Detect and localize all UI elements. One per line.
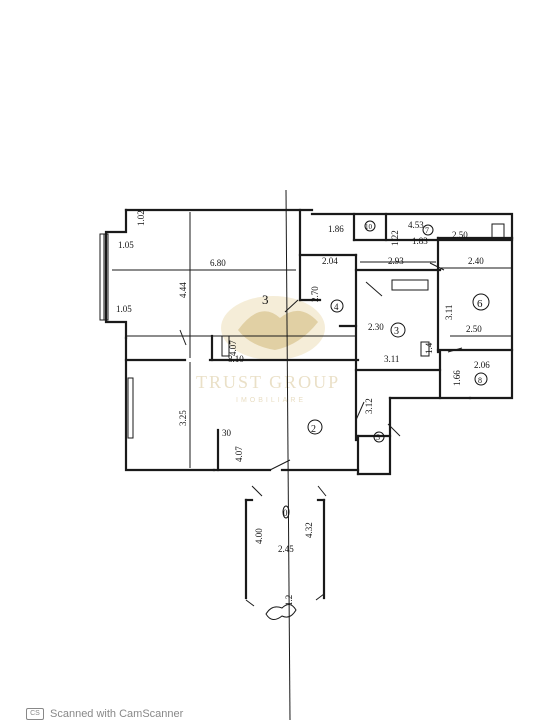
dim-2-93: 2.93 <box>388 256 404 266</box>
dim-2-50-mid: 2.50 <box>466 324 482 334</box>
dim-4-00: 4.00 <box>254 528 264 544</box>
dim-4-44: 4.44 <box>178 282 188 298</box>
dim-4-07-lower: 4.07 <box>234 446 244 462</box>
room-label-3-living: 3 <box>262 292 269 307</box>
scanner-footer: CS Scanned with CamScanner <box>26 708 183 720</box>
interior-walls <box>124 208 514 476</box>
dim-1-05-top: 1.05 <box>118 240 134 250</box>
room-label-2: 2 <box>311 424 316 435</box>
dim-1-4: 1.4 <box>424 342 434 354</box>
dim-1-66: 1.66 <box>452 370 462 386</box>
dim-30: 30 <box>222 428 232 438</box>
room-label-10: 10 <box>365 223 373 231</box>
dim-1-86: 1.86 <box>328 224 344 234</box>
dim-2-40: 2.40 <box>468 256 484 266</box>
dim-2-45: 2.45 <box>278 544 294 554</box>
footer-text: Scanned with CamScanner <box>50 708 184 720</box>
watermark-tagline: IMOBILIARE <box>236 397 306 404</box>
dim-2-30: 2.30 <box>368 322 384 332</box>
dim-8-10: 8.10 <box>228 354 244 364</box>
room-label-6: 6 <box>477 298 483 310</box>
dim-2-50-top: 2.50 <box>452 230 468 240</box>
dim-4-07-upper: 4.07 <box>228 340 238 356</box>
dim-2-06: 2.06 <box>474 360 490 370</box>
dim-2-70: 2.70 <box>310 286 320 302</box>
room-label-7: 7 <box>425 226 429 235</box>
room-label-4: 4 <box>334 302 339 312</box>
room-labels: 3 2 3 4 5 6 7 8 10 0 <box>262 220 490 519</box>
dimension-lines <box>112 189 512 720</box>
dimension-labels: 1.02 1.05 6.80 4.44 1.05 8.10 3.25 4.07 … <box>116 210 490 606</box>
room-label-5: 5 <box>376 433 380 442</box>
doors <box>179 262 463 471</box>
dim-3-11-right: 3.11 <box>444 305 454 320</box>
watermark-logo: TRUST GROUP IMOBILIARE <box>196 296 340 404</box>
dim-4-53: 4.53 <box>408 220 424 230</box>
dim-3-12: 3.12 <box>364 398 374 414</box>
dim-3-25: 3.25 <box>178 410 188 426</box>
dim-3-11-kitchen: 3.11 <box>384 354 399 364</box>
room-label-3-kitchen: 3 <box>394 326 399 337</box>
dim-4-32: 4.32 <box>304 522 314 538</box>
dim-6-80: 6.80 <box>210 258 226 268</box>
room-label-8: 8 <box>478 376 482 385</box>
dim-1-22: 1.22 <box>390 230 400 246</box>
entrance-stairs <box>244 485 327 620</box>
dim-1-2: 1.2 <box>284 595 294 606</box>
dim-2-04: 2.04 <box>322 256 338 266</box>
dim-1-05-bottom: 1.05 <box>116 304 132 314</box>
room-label-0: 0 <box>283 508 288 518</box>
dim-1-83: 1.83 <box>412 236 428 246</box>
outer-walls <box>99 208 514 476</box>
camscanner-icon: CS <box>26 708 44 720</box>
watermark-brand: TRUST GROUP <box>196 372 340 392</box>
dim-1-02: 1.02 <box>136 210 146 226</box>
